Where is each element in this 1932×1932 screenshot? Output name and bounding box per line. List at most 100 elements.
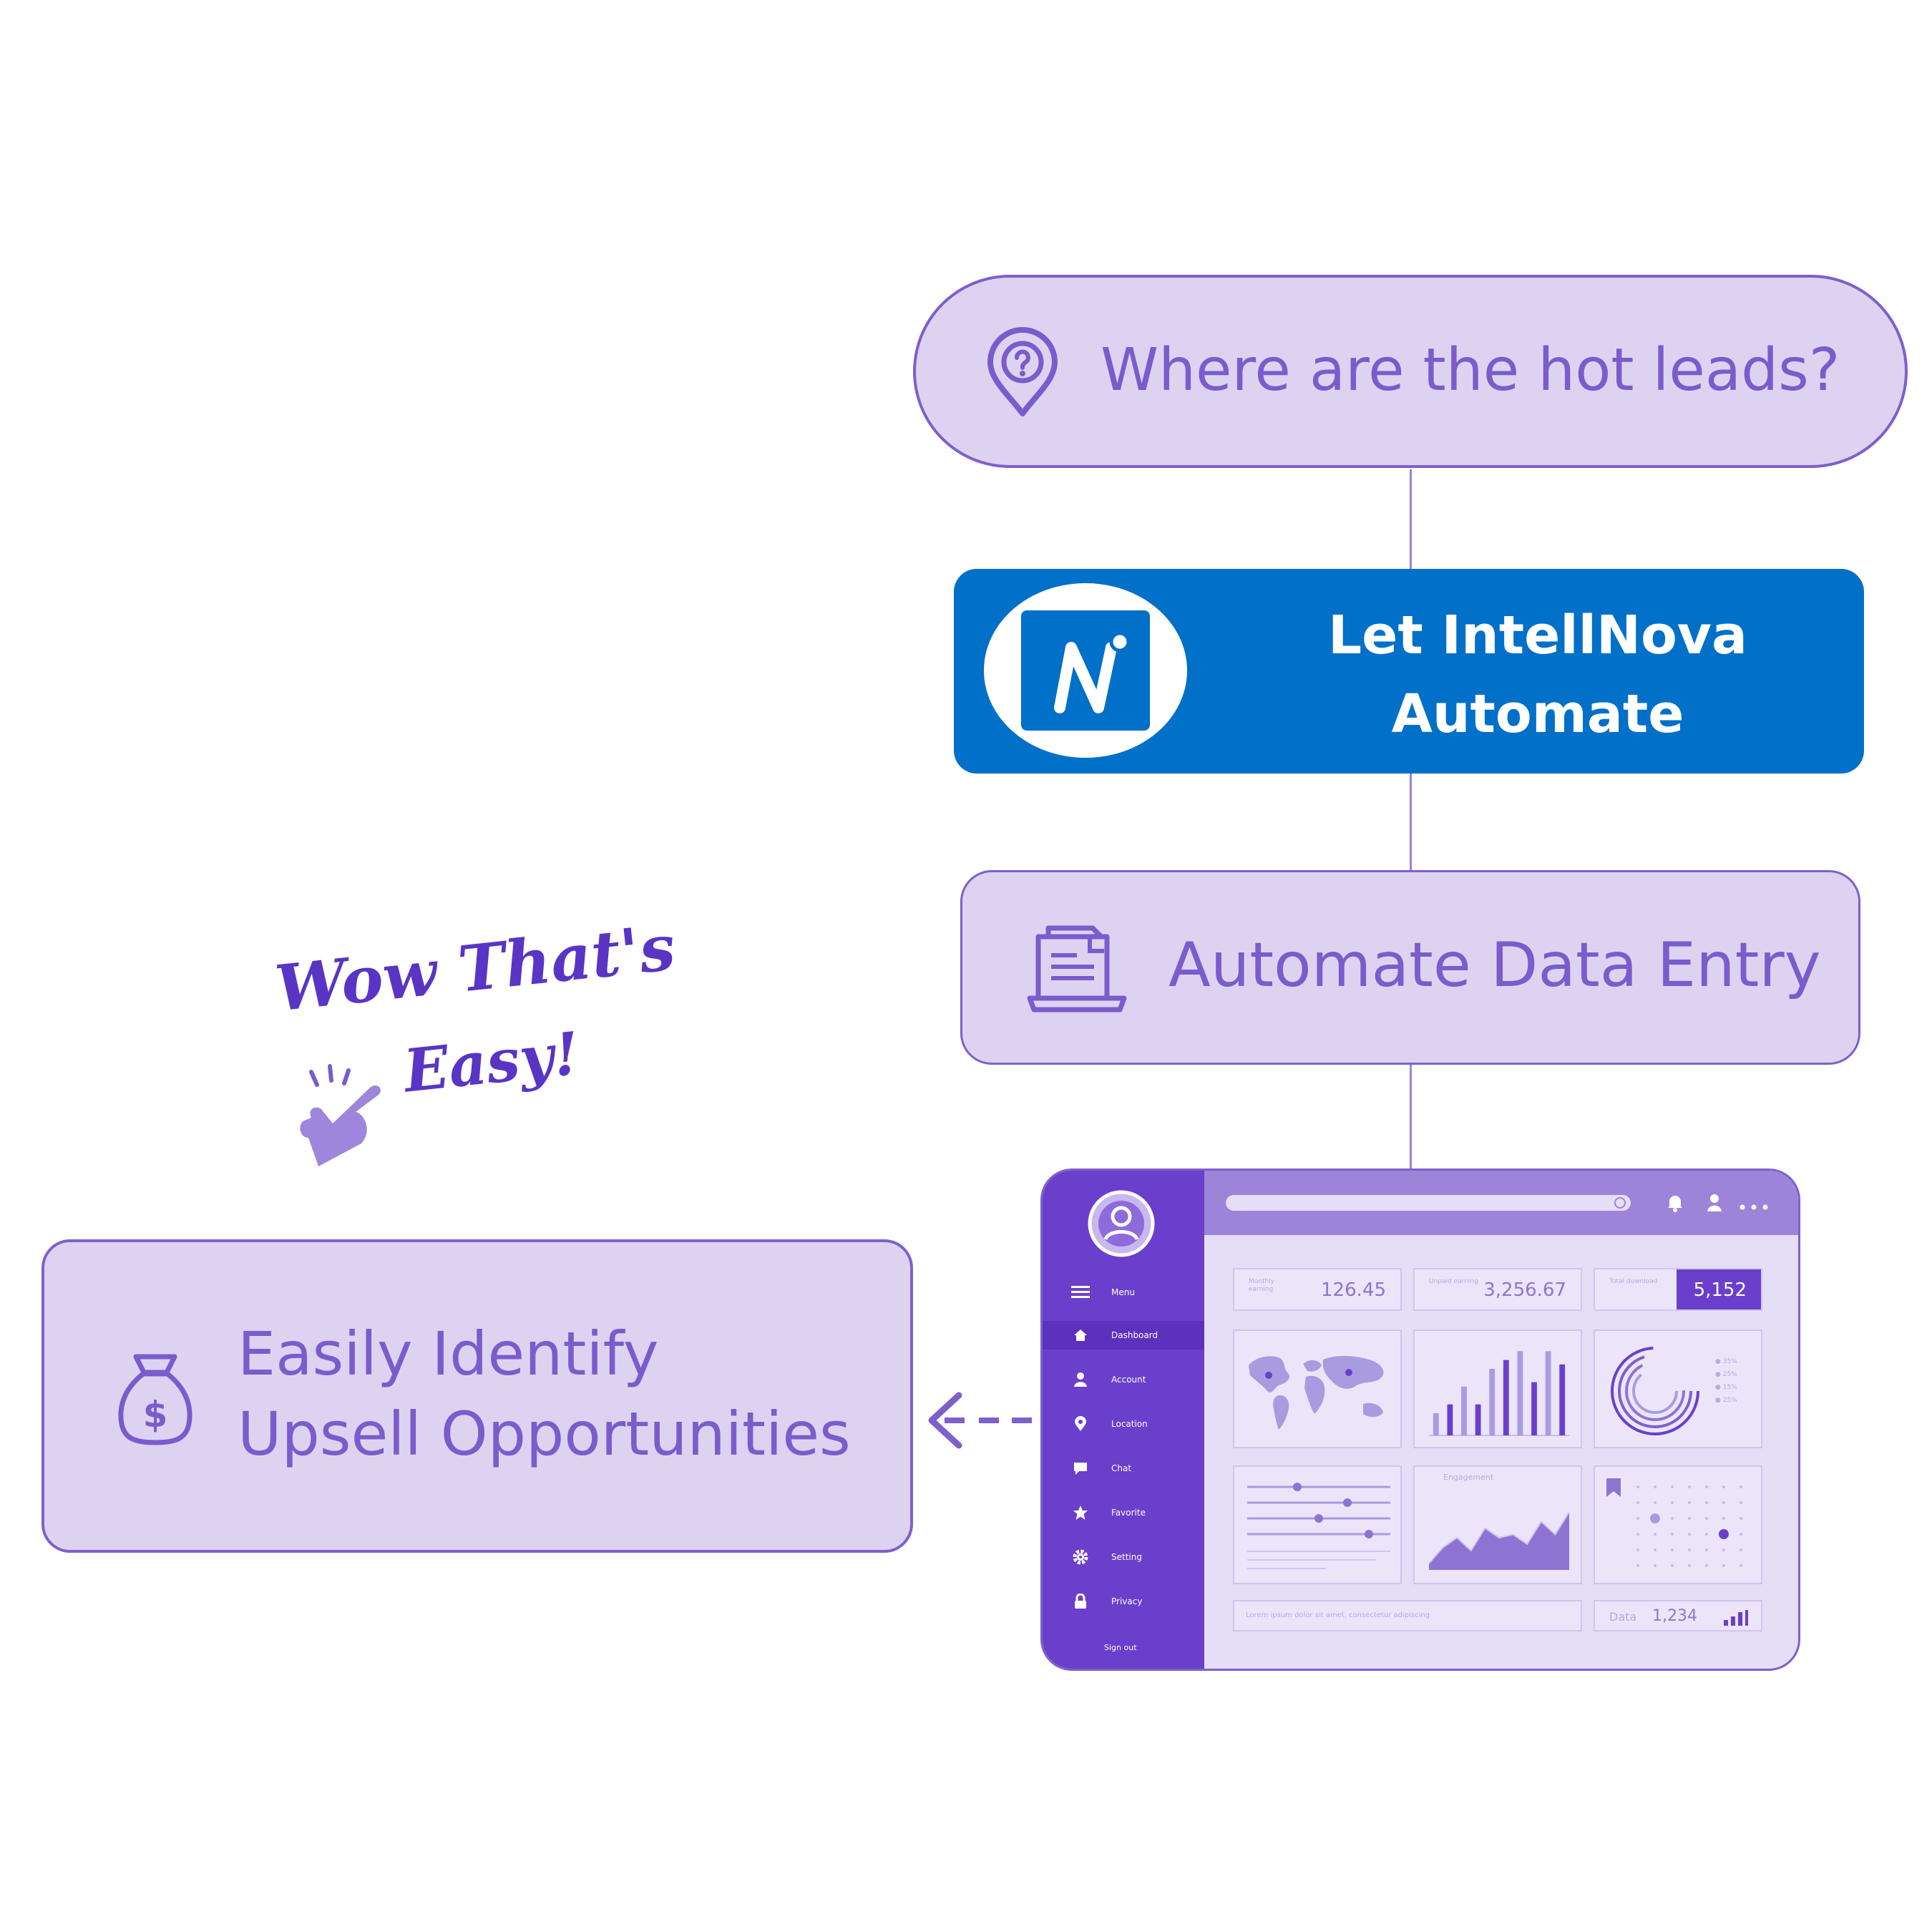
data-label: Data xyxy=(1609,1610,1637,1624)
calendar-day xyxy=(1705,1517,1708,1520)
donut-legend: ● 35% ● 25% ● 15% ● 25% xyxy=(1715,1355,1737,1407)
footer-text-card: Lorem ipsum dolor sit amet, consectetur … xyxy=(1233,1600,1582,1631)
stat-label: Monthly earning xyxy=(1249,1278,1275,1293)
bar xyxy=(1447,1404,1453,1435)
sidebar-item-account[interactable]: Account xyxy=(1071,1365,1146,1394)
stat-card-monthly: Monthly earning 126.45 xyxy=(1233,1268,1402,1311)
sidebar-item-privacy[interactable]: Privacy xyxy=(1071,1587,1142,1616)
calendar-day xyxy=(1740,1501,1742,1504)
signal-bars-icon xyxy=(1724,1610,1748,1629)
calendar-day xyxy=(1688,1517,1691,1520)
callout-line-1: Wow That's xyxy=(272,909,679,1026)
dashboard-mockup: Menu Dashboard Account Location Chat Fav… xyxy=(1040,1169,1800,1671)
calendar-day xyxy=(1650,1513,1660,1523)
calendar-day xyxy=(1671,1485,1674,1488)
calendar-day xyxy=(1719,1529,1729,1539)
calendar-day xyxy=(1722,1548,1725,1551)
hamburger-icon xyxy=(1071,1283,1090,1302)
calendar-day xyxy=(1705,1501,1708,1504)
calendar-day xyxy=(1671,1533,1674,1536)
search-bar[interactable] xyxy=(1226,1195,1631,1211)
connector-line-2 xyxy=(1410,774,1412,870)
calendar-day xyxy=(1654,1533,1657,1536)
bar xyxy=(1475,1404,1481,1435)
question-text: Where are the hot leads? xyxy=(1101,336,1840,404)
calendar-day xyxy=(1636,1517,1639,1520)
calendar-day xyxy=(1688,1564,1691,1567)
dashboard-sidebar: Menu Dashboard Account Location Chat Fav… xyxy=(1043,1171,1204,1669)
step-box: Automate Data Entry xyxy=(960,870,1860,1065)
world-map-icon xyxy=(1241,1344,1396,1438)
footer-text: Lorem ipsum dolor sit amet, consectetur … xyxy=(1246,1611,1430,1619)
calendar-day xyxy=(1688,1548,1691,1551)
calendar-day xyxy=(1722,1517,1725,1520)
calendar-grid xyxy=(1636,1485,1742,1567)
calendar-day xyxy=(1740,1533,1742,1536)
stat-value: 126.45 xyxy=(1321,1279,1386,1301)
signout-link[interactable]: Sign out xyxy=(1104,1642,1137,1652)
search-icon[interactable] xyxy=(1614,1196,1626,1212)
connector-line-1 xyxy=(1410,469,1412,570)
slider-group xyxy=(1247,1483,1390,1569)
calendar-day xyxy=(1705,1548,1708,1551)
calendar-day xyxy=(1671,1564,1674,1567)
sidebar-item-favorite[interactable]: Favorite xyxy=(1071,1498,1146,1527)
result-line-1: Easily Identify xyxy=(238,1319,659,1389)
callout-line-2: Easy! xyxy=(401,1019,583,1106)
gear-icon xyxy=(1071,1548,1090,1566)
bar-chart xyxy=(1429,1351,1569,1436)
legend-item: ● 25% xyxy=(1715,1371,1737,1378)
step-text: Automate Data Entry xyxy=(1169,930,1821,1001)
more-icon[interactable] xyxy=(1740,1199,1768,1213)
bar-chart-card xyxy=(1413,1330,1582,1448)
sidebar-item-label: Favorite xyxy=(1111,1508,1146,1518)
calendar-day xyxy=(1636,1564,1639,1567)
world-map-card xyxy=(1233,1330,1402,1448)
calendar-day xyxy=(1688,1501,1691,1504)
stat-card-download: Total download 5,152 xyxy=(1594,1268,1762,1311)
data-value: 1,234 xyxy=(1652,1607,1697,1625)
stat-label: Total download xyxy=(1609,1278,1658,1285)
question-pill: Where are the hot leads? xyxy=(913,275,1908,468)
sidebar-item-label: Account xyxy=(1111,1375,1146,1385)
intellnova-banner: Let IntellNova Automate xyxy=(954,569,1864,774)
result-box: $ Easily Identify Upsell Opportunities xyxy=(42,1239,913,1553)
sidebar-item-chat[interactable]: Chat xyxy=(1071,1454,1131,1483)
calendar-day xyxy=(1654,1548,1657,1551)
legend-item: ● 15% xyxy=(1715,1384,1737,1391)
calendar-day xyxy=(1636,1533,1639,1536)
area-chart xyxy=(1429,1511,1569,1570)
sidebar-item-setting[interactable]: Setting xyxy=(1071,1543,1142,1571)
sidebar-item-menu[interactable]: Menu xyxy=(1071,1278,1135,1307)
svg-text:$: $ xyxy=(143,1394,168,1435)
sidebar-item-location[interactable]: Location xyxy=(1071,1410,1148,1438)
donut-chart-card: ● 35% ● 25% ● 15% ● 25% xyxy=(1594,1330,1762,1448)
calendar-day xyxy=(1722,1501,1725,1504)
location-question-icon xyxy=(982,325,1063,422)
bar xyxy=(1489,1369,1496,1435)
star-icon xyxy=(1071,1503,1090,1522)
sidebar-item-dashboard[interactable]: Dashboard xyxy=(1043,1321,1204,1350)
donut-chart xyxy=(1608,1344,1702,1441)
calendar-day xyxy=(1740,1564,1742,1567)
calendar-day xyxy=(1705,1564,1708,1567)
area-fill xyxy=(1429,1512,1569,1570)
result-line-2: Upsell Opportunities xyxy=(238,1399,851,1469)
data-card: Data 1,234 xyxy=(1594,1600,1762,1631)
user-icon[interactable] xyxy=(1707,1194,1722,1215)
bar xyxy=(1559,1364,1566,1435)
calendar-day xyxy=(1654,1501,1657,1504)
calendar-day xyxy=(1705,1533,1708,1536)
money-bag-icon: $ xyxy=(116,1350,195,1453)
legend-item: ● 35% xyxy=(1715,1358,1737,1365)
bookmark-icon xyxy=(1605,1477,1622,1501)
calendar-day xyxy=(1671,1517,1674,1520)
bar xyxy=(1503,1360,1509,1435)
calendar-day xyxy=(1705,1485,1708,1488)
bar xyxy=(1517,1351,1523,1435)
calendar-day xyxy=(1671,1548,1674,1551)
stat-label: Unpaid earning xyxy=(1429,1278,1478,1285)
stat-highlight xyxy=(1677,1269,1761,1309)
bell-icon[interactable] xyxy=(1667,1194,1684,1215)
bar xyxy=(1531,1382,1537,1435)
